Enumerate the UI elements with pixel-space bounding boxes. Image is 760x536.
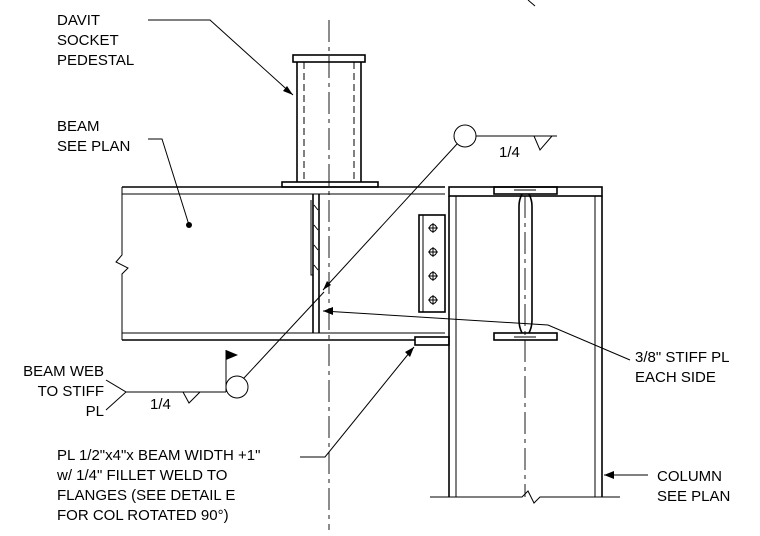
top-edge-line xyxy=(527,0,536,7)
web-weld-label-line-2: TO STIFF xyxy=(38,383,104,400)
stiffener-label-line-2: EACH SIDE xyxy=(635,369,716,386)
column-elevation xyxy=(430,186,620,504)
beam-elevation xyxy=(115,186,445,341)
column-leader-arrow xyxy=(604,471,614,479)
column-label-line-1: COLUMN xyxy=(657,468,722,485)
top-weld-arrow xyxy=(323,281,331,290)
stiffener-weld-bracket xyxy=(310,200,313,276)
stiffener-weld-hatch-3 xyxy=(313,244,319,251)
web-weld-arrow-line xyxy=(243,291,325,379)
shear-tab-plate xyxy=(418,214,446,313)
stiffener-section-web-right xyxy=(528,193,533,334)
stiffener-section-web-left xyxy=(518,193,523,334)
web-weld-all-around xyxy=(225,375,249,399)
web-weld-label-line-3: PL xyxy=(86,403,104,420)
weld-size-top: 1/4 xyxy=(499,144,520,161)
top-weld-symbol xyxy=(533,135,553,151)
bolt-1 xyxy=(428,223,438,233)
pedestal-base-plate xyxy=(281,181,379,188)
davit-label-line-1: DAVIT xyxy=(57,12,100,29)
field-weld-flag xyxy=(226,350,238,360)
stiffener-label-line-1: 3/8" STIFF PL xyxy=(635,349,730,366)
leaders xyxy=(105,0,648,479)
stiffener-weld-hatch-1 xyxy=(313,204,319,211)
column-label: COLUMN SEE PLAN xyxy=(657,468,730,505)
bolt-4 xyxy=(428,295,438,305)
bolt-2 xyxy=(428,247,438,257)
stiffener-plate xyxy=(310,194,320,333)
plate-label-line-1: PL 1/2"x4"x BEAM WIDTH +1" xyxy=(57,447,260,464)
top-weld-arrow-line xyxy=(322,143,458,291)
stiffener-leader xyxy=(322,310,631,361)
beam-label-line-2: SEE PLAN xyxy=(57,138,130,155)
weld-size-web: 1/4 xyxy=(150,396,171,413)
column-label-line-2: SEE PLAN xyxy=(657,488,730,505)
plate-label: PL 1/2"x4"x BEAM WIDTH +1" w/ 1/4" FILLE… xyxy=(56,447,260,524)
beam-break-line xyxy=(115,187,129,340)
davit-leader xyxy=(148,19,294,96)
stiffener-label: 3/8" STIFF PL EACH SIDE xyxy=(635,349,730,386)
stiffener-leader-arrow xyxy=(323,307,333,315)
flange-plate xyxy=(414,336,450,346)
davit-label-line-2: SOCKET xyxy=(57,32,119,49)
stiffener-section-top-flange xyxy=(493,186,558,195)
web-weld-symbol xyxy=(182,391,201,404)
stiffener-section-bottom-flange xyxy=(493,332,558,341)
shear-tab xyxy=(418,214,446,313)
beam-label-line-1: BEAM xyxy=(57,118,100,135)
plate-label-line-2: w/ 1/4" FILLET WELD TO xyxy=(56,467,227,484)
plate-leader-arrow xyxy=(405,347,414,357)
stiffener-weld-hatch-4 xyxy=(313,264,319,271)
web-weld-label-line-1: BEAM WEB xyxy=(23,363,104,380)
plate-label-line-4: FOR COL ROTATED 90°) xyxy=(57,507,229,524)
davit-pedestal xyxy=(281,54,379,188)
plate-label-line-3: FLANGES (SEE DETAIL E xyxy=(57,487,235,504)
column-break-line xyxy=(430,490,620,504)
stiffener-weld-hatch-2 xyxy=(313,224,319,231)
top-weld-all-around xyxy=(453,124,477,148)
davit-leader-arrow xyxy=(283,86,293,95)
plate-leader xyxy=(300,346,415,458)
web-weld-tail xyxy=(105,379,127,411)
bolt-3 xyxy=(428,271,438,281)
davit-label-line-3: PEDESTAL xyxy=(57,52,134,69)
beam-leader xyxy=(148,138,190,226)
web-weld-label: BEAM WEB TO STIFF PL xyxy=(23,363,104,420)
beam-label: BEAM SEE PLAN xyxy=(57,118,130,155)
davit-label: DAVIT SOCKET PEDESTAL xyxy=(57,12,134,69)
